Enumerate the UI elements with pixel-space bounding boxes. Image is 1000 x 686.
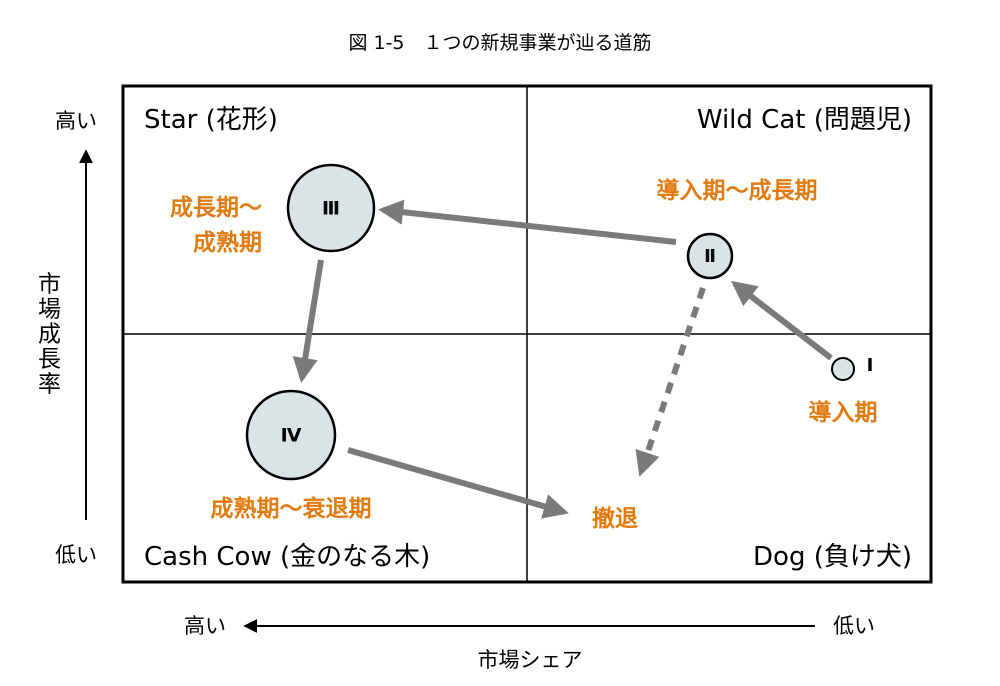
stage-4-label: 成熟期～衰退期 bbox=[211, 495, 372, 522]
stage-node-4: Ⅳ bbox=[245, 389, 337, 481]
arrow-stage1-to-stage2 bbox=[731, 280, 833, 361]
arrow-stage2-to-stage3 bbox=[377, 199, 677, 245]
quadrant-label-star: Star (花形) bbox=[144, 105, 278, 135]
stage-4-numeral: Ⅳ bbox=[281, 425, 302, 447]
stage-3-circle bbox=[286, 163, 376, 253]
stage-2-circle bbox=[686, 232, 734, 280]
stage-2-label: 導入期～成長期 bbox=[657, 177, 818, 204]
x-axis-high-label: 高い bbox=[184, 614, 226, 638]
exit-label: 撤退 bbox=[592, 505, 638, 532]
stage-3-numeral: Ⅲ bbox=[322, 198, 340, 220]
figure-title: 図 1-5 １つの新規事業が辿る道筋 bbox=[348, 32, 651, 54]
x-axis-low-label: 低い bbox=[833, 614, 875, 638]
y-axis-low-label: 低い bbox=[55, 543, 97, 567]
quadrant-label-dog: Dog (負け犬) bbox=[753, 542, 912, 572]
y-axis: 高い 低い 市場成長率 bbox=[34, 109, 98, 567]
stage-node-3: Ⅲ bbox=[286, 163, 376, 253]
stage-4-circle bbox=[245, 389, 337, 481]
stage-node-2: Ⅱ bbox=[686, 232, 734, 280]
transition-arrows bbox=[292, 199, 833, 519]
stage-3-label-line2: 成熟期 bbox=[193, 229, 262, 256]
arrow-stage4-to-exit bbox=[347, 447, 569, 519]
stage-3-label-line1: 成長期～ bbox=[170, 195, 262, 221]
stage-2-numeral: Ⅱ bbox=[704, 246, 716, 267]
x-axis-title: 市場シェア bbox=[478, 648, 583, 672]
arrow-stage3-to-stage4 bbox=[292, 259, 324, 383]
stage-1-circle bbox=[831, 357, 855, 381]
x-axis: 高い 低い 市場シェア bbox=[184, 614, 875, 672]
quadrant-label-cash-cow: Cash Cow (金のなる木) bbox=[144, 542, 430, 572]
arrow-stage2-to-exit-dashed bbox=[635, 287, 706, 477]
stage-1-numeral: Ⅰ bbox=[867, 355, 874, 376]
quadrant-label-wild-cat: Wild Cat (問題児) bbox=[697, 105, 912, 135]
stage-node-1: Ⅰ bbox=[831, 355, 874, 381]
stage-1-label: 導入期 bbox=[809, 399, 878, 426]
y-axis-high-label: 高い bbox=[55, 109, 97, 133]
y-axis-title: 市場成長率 bbox=[34, 272, 62, 397]
